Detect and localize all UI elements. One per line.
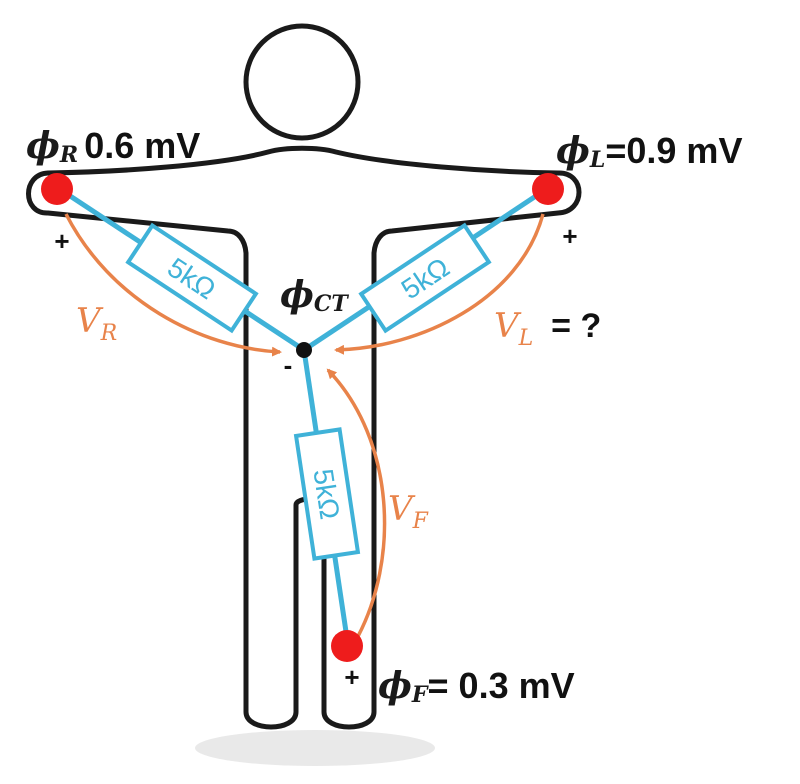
label-phi-center: ϕCT: [280, 274, 349, 317]
arrow-v-foot: [326, 368, 387, 641]
label-phi-foot: ϕF= 0.3 mV: [378, 665, 575, 708]
resistor-foot-label: 5kΩ: [307, 467, 345, 522]
label-v-foot: VF: [388, 489, 429, 534]
ground-shadow: [195, 730, 435, 766]
central-terminal-dot: [296, 342, 312, 358]
sign-left: +: [562, 221, 577, 251]
resistor-left: 5kΩ: [358, 222, 492, 334]
resistor-right: 5kΩ: [125, 222, 259, 334]
voltage-arrows: [64, 213, 545, 641]
electrode-left-arm: [532, 173, 564, 205]
sign-foot: +: [344, 662, 359, 692]
arrow-v-left: [334, 213, 545, 355]
electrode-right-arm: [41, 173, 73, 205]
label-v-right: VR: [76, 301, 117, 346]
sign-right: +: [54, 226, 69, 256]
head-outline: [243, 23, 361, 141]
resistor-foot: 5kΩ: [293, 427, 361, 561]
label-phi-left: ϕL=0.9 mV: [556, 130, 742, 173]
arrow-v-right: [64, 213, 282, 357]
label-v-left: VL= ?: [494, 306, 601, 351]
sign-center: -: [284, 350, 293, 380]
electrode-foot: [331, 630, 363, 662]
